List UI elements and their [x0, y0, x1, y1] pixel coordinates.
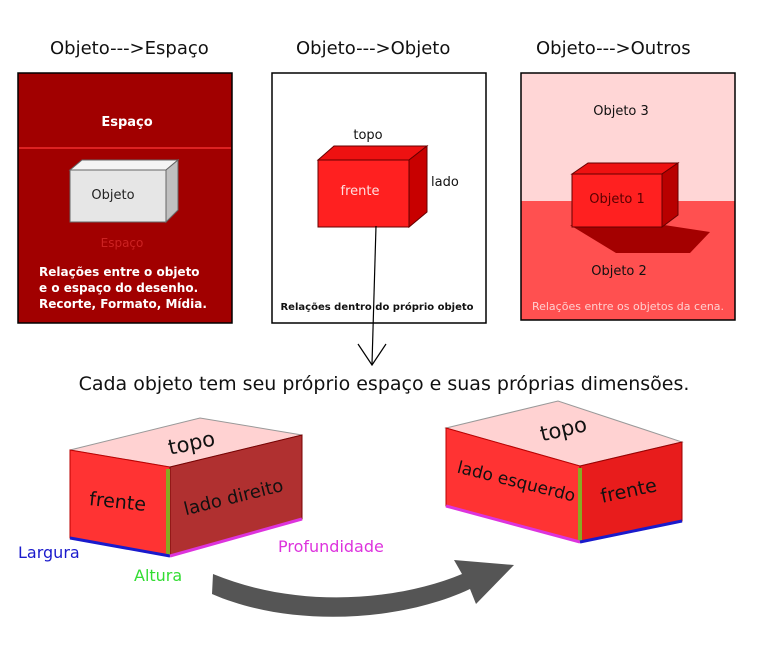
heading-object-others: Objeto--->Outros [536, 38, 691, 59]
panel2-front-label: frente [341, 184, 380, 199]
box-left-width-edge [69, 536, 171, 558]
box-right-depth-edge [445, 504, 581, 544]
panel2-box-front [317, 159, 410, 228]
rotation-arrow-icon [212, 560, 514, 617]
panel3-box-top [570, 162, 680, 175]
panel3-caption: Relações entre os objetos da cena. [532, 300, 724, 313]
down-arrow-head [357, 343, 387, 367]
panel2-box-top [316, 145, 429, 161]
panel-object-others: Objeto 3 Objeto 1 Objeto 2 Relações entr… [520, 72, 736, 321]
panel1-box-front [69, 169, 167, 223]
label-height: Altura [134, 566, 182, 585]
panel1-box-label: Objeto [91, 188, 134, 203]
panel1-text-line-1: Relações entre o objeto [39, 265, 200, 279]
box-left-depth-edge [169, 517, 303, 558]
panel3-border [520, 72, 736, 321]
panel3-box-side [661, 162, 679, 228]
down-arrow-line [371, 225, 377, 365]
heading-object-space: Objeto--->Espaço [50, 38, 209, 59]
panel1-text-line-3: Recorte, Formato, Mídia. [39, 297, 207, 311]
panel1-box-top [68, 159, 180, 171]
panel3-box-front [571, 173, 663, 228]
box-left: topo frente lado direito [69, 417, 303, 558]
box-right-width-edge [579, 519, 683, 544]
panel3-object2-label: Objeto 2 [591, 264, 647, 279]
panel2-top-label: topo [353, 128, 382, 143]
panel2-side-label: lado [431, 175, 459, 190]
panel1-shadow-label: Espaço [101, 236, 144, 250]
panel-object-object: topo frente lado Relações dentro do próp… [271, 72, 487, 367]
box-right: topo lado esquerdo frente [444, 400, 684, 544]
panel2-caption: Relações dentro do próprio objeto [280, 301, 473, 313]
label-width: Largura [18, 543, 80, 562]
panel3-shadow [570, 225, 710, 253]
panel1-band-label: Espaço [101, 115, 152, 130]
panel1-text-line-2: e o espaço do desenho. [39, 281, 198, 295]
heading-object-object: Objeto--->Objeto [296, 38, 451, 59]
panel2-box-side [408, 144, 428, 229]
panel3-object3-label: Objeto 3 [593, 104, 649, 119]
main-caption: Cada objeto tem seu próprio espaço e sua… [78, 373, 690, 395]
label-depth: Profundidade [278, 537, 384, 556]
panel3-object1-label: Objeto 1 [589, 192, 645, 207]
panel-object-space: Espaço Objeto Espaço Relações entre o ob… [17, 72, 233, 324]
